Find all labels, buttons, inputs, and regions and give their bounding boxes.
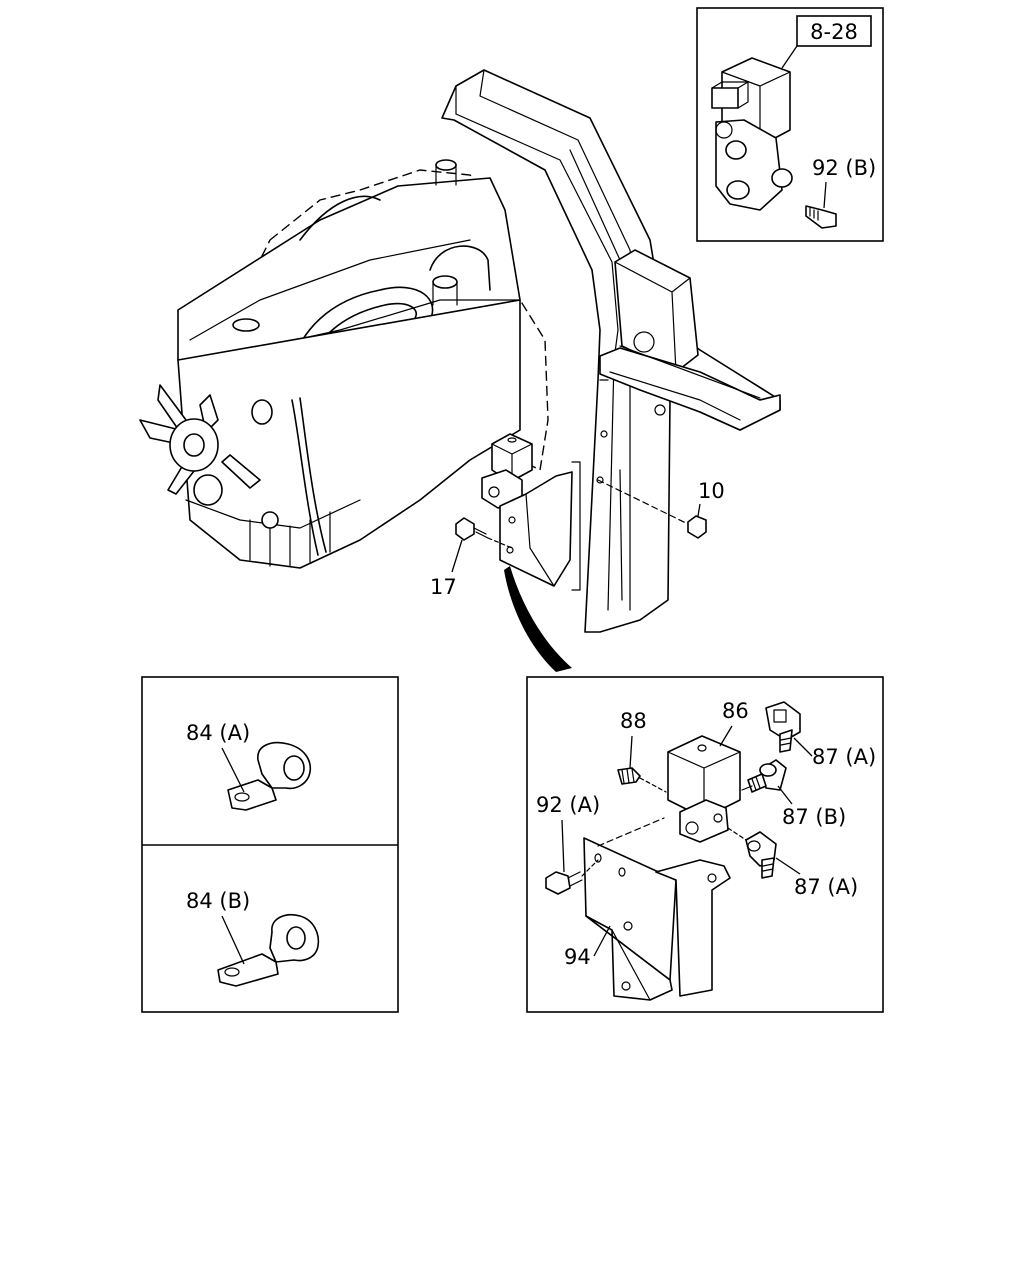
clip-84a-leader [221, 747, 245, 793]
mounted-valve-assembly: 17 10 [430, 433, 725, 672]
bolt-92a-label: 92 (A) [536, 793, 600, 817]
bracket-94-label: 94 [564, 945, 591, 969]
bolt-17 [455, 517, 475, 541]
clip-84b-label: 84 (B) [186, 889, 250, 913]
detail-pointer-arrow [504, 566, 572, 672]
clip-84a [227, 741, 312, 811]
nut-10-label: 10 [698, 479, 725, 503]
bolt-17-leader [451, 539, 463, 573]
elbow-87a-bottom [745, 831, 777, 879]
inset-bolt-label: 92 (B) [812, 156, 876, 180]
elbow-87b [747, 759, 787, 793]
nut-10 [687, 515, 707, 539]
detail-frame [526, 676, 884, 1013]
plug-88-label: 88 [620, 709, 647, 733]
clip-84b [217, 914, 320, 987]
nut-10-leader [697, 503, 701, 517]
chassis-frame [441, 69, 781, 633]
clip-84b-leader [221, 915, 245, 965]
engine-fan [139, 384, 261, 495]
bolt-17-label: 17 [430, 575, 457, 599]
frame-cross-member [614, 249, 699, 373]
inset-panel-clips: 84 (A) 84 (B) [141, 676, 399, 1013]
plug-88-leader [629, 735, 633, 769]
elbow-87a-top-leader [793, 737, 813, 757]
bracket-94 [583, 837, 731, 1001]
elbow-87a-bottom-leader [775, 857, 801, 875]
solenoid-valve-86 [667, 735, 741, 843]
elbow-87a-top-label: 87 (A) [812, 745, 876, 769]
elbow-87b-leader [777, 785, 793, 805]
valve-86-label: 86 [722, 699, 749, 723]
engine-block [177, 299, 521, 569]
mounted-bracket [499, 471, 573, 587]
elbow-87a-top [765, 701, 801, 753]
valve-86-leader [719, 725, 733, 747]
elbow-87b-label: 87 (B) [782, 805, 846, 829]
clip-84a-label: 84 (A) [186, 721, 250, 745]
ref-box [796, 15, 872, 47]
detail-panel-valve: 94 86 88 92 (A) [526, 676, 884, 1013]
inset-bolt-leader [823, 181, 827, 209]
inset-frame [696, 7, 884, 242]
elbow-87a-bottom-label: 87 (A) [794, 875, 858, 899]
ref-box-label: 8-28 [810, 20, 858, 44]
bolt-92a [545, 871, 571, 895]
inset-valve-connector [711, 87, 739, 109]
engine [139, 159, 549, 569]
ref-leader [781, 45, 798, 69]
inset-panel-valve: 8-28 92 (B) [696, 7, 884, 242]
bracket-94-leader [593, 925, 611, 957]
bolt-92a-leader [561, 819, 565, 873]
